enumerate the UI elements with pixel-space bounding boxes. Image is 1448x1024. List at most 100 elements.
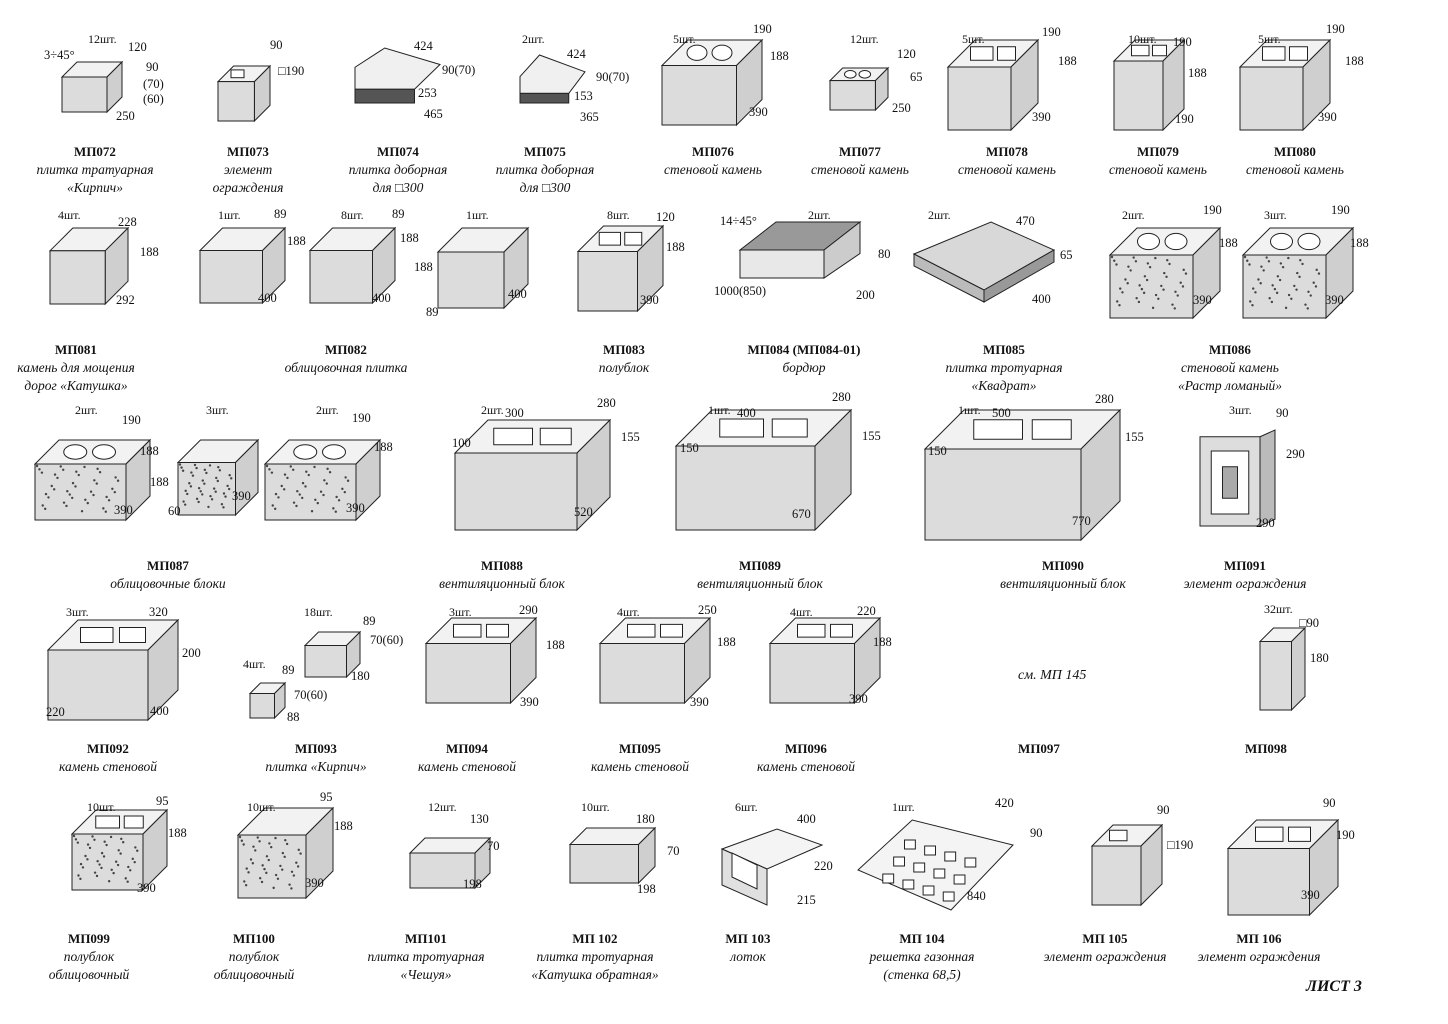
product-drawing — [263, 438, 382, 522]
product-drawing — [216, 64, 272, 123]
dimension-label: 390 — [690, 695, 709, 709]
product-drawing — [828, 66, 890, 112]
product-description-line2: «Чешуя» — [400, 967, 452, 982]
dimension-label: 390 — [1032, 110, 1051, 124]
product-description: решетка газонная — [869, 949, 975, 964]
product-code: МП090 — [1042, 558, 1084, 573]
quantity-label: 12шт. — [88, 32, 117, 46]
dimension-label: 188 — [873, 635, 892, 649]
dimension-label: 80 — [878, 247, 891, 261]
product-description-line2: (стенка 68,5) — [883, 967, 961, 982]
product-description: полублок — [598, 360, 650, 375]
dimension-label: 90 — [270, 38, 283, 52]
product-code: МП082 — [325, 342, 367, 357]
dimension-label: 188 — [1345, 54, 1364, 68]
dimension-label: 198 — [637, 882, 656, 896]
dimension-label: 215 — [797, 893, 816, 907]
product-description: вентиляционный блок — [439, 576, 565, 591]
quantity-label: 5шт. — [1258, 32, 1281, 46]
product-code: МП094 — [446, 741, 488, 756]
product-drawing — [720, 828, 824, 906]
product-description: облицовочная плитка — [284, 360, 408, 375]
product-description-line2: «Растр ломаный» — [1177, 378, 1283, 393]
quantity-label: 1шт. — [958, 403, 981, 417]
product-drawing — [408, 836, 492, 890]
dimension-label: 390 — [346, 501, 365, 515]
quantity-label: 5шт. — [673, 32, 696, 46]
dimension-label: 390 — [1301, 888, 1320, 902]
quantity-label: 6шт. — [735, 800, 758, 814]
dimension-label: 190 — [1331, 203, 1350, 217]
dimension-label: 90 — [1157, 803, 1170, 817]
product-description: полублок — [228, 949, 280, 964]
product-description-line2: «Кирпич» — [67, 180, 123, 195]
quantity-label: 2шт. — [1122, 208, 1145, 222]
dimension-label: □90 — [1299, 616, 1320, 630]
product-description: камень стеновой — [418, 759, 516, 774]
dimension-label: 250 — [892, 101, 911, 115]
product-description: плитка тротуарная — [945, 360, 1063, 375]
quantity-label: 2шт. — [928, 208, 951, 222]
quantity-label: 3шт. — [206, 403, 229, 417]
product-drawing — [1108, 226, 1222, 320]
dimension-label: 290 — [1256, 516, 1275, 530]
dimension-label: 424 — [567, 47, 586, 61]
dimension-label: 120 — [128, 40, 147, 54]
quantity-label: 4шт. — [243, 657, 266, 671]
product-drawing — [436, 226, 530, 310]
dimension-label: 188 — [770, 49, 789, 63]
quantity-label: 3шт. — [1264, 208, 1287, 222]
dimension-label: 220 — [857, 604, 876, 618]
dimension-label: 390 — [1318, 110, 1337, 124]
dimension-label: 190 — [352, 411, 371, 425]
dimension-label: 65 — [1060, 248, 1073, 262]
product-drawing — [1090, 823, 1164, 907]
product-drawing — [1226, 818, 1340, 917]
dimension-label: 150 — [928, 444, 947, 458]
product-drawing — [308, 226, 397, 305]
dimension-label: 390 — [640, 293, 659, 307]
dimension-label: 188 — [287, 234, 306, 248]
product-code: МП078 — [986, 144, 1028, 159]
product-code: МП096 — [785, 741, 827, 756]
quantity-label: 1шт. — [708, 403, 731, 417]
dimension-label: 90(70) — [596, 70, 630, 84]
dimension-label: 155 — [621, 430, 640, 444]
dimension-label: 390 — [114, 503, 133, 517]
dimension-label: 320 — [149, 605, 168, 619]
dimension-label: 90 — [1323, 796, 1336, 810]
dimension-label: 390 — [520, 695, 539, 709]
product-description: полублок — [63, 949, 115, 964]
dimension-label: 180 — [1310, 651, 1329, 665]
quantity-label: 1шт. — [892, 800, 915, 814]
dimension-label: 90 — [146, 60, 159, 74]
product-code: МП101 — [405, 931, 447, 946]
dimension-label: 153 — [574, 89, 593, 103]
product-code: МП085 — [983, 342, 1025, 357]
product-code: МП089 — [739, 558, 781, 573]
product-drawing — [176, 438, 260, 517]
product-description: стеновой камень — [958, 162, 1056, 177]
product-description-line2: облицовочный — [48, 967, 130, 982]
dimension-label: 470 — [1016, 214, 1035, 228]
dimension-label: 290 — [1286, 447, 1305, 461]
product-code: МП088 — [481, 558, 523, 573]
product-description-line2: для □300 — [519, 180, 571, 195]
dimension-label: 190 — [122, 413, 141, 427]
dimension-label: 390 — [749, 105, 768, 119]
product-drawing — [70, 808, 169, 892]
dimension-label: 150 — [680, 441, 699, 455]
product-code: МП081 — [55, 342, 97, 357]
dimension-label: 188 — [414, 260, 433, 274]
dimension-label: 188 — [150, 475, 169, 489]
dimension-label: 120 — [656, 210, 675, 224]
quantity-label: 3шт. — [66, 605, 89, 619]
dimension-label: 188 — [546, 638, 565, 652]
dimension-label: 188 — [717, 635, 736, 649]
product-drawing — [660, 38, 764, 127]
product-drawing — [946, 38, 1040, 132]
dimension-label: 89 — [282, 663, 295, 677]
dimension-label: 200 — [856, 288, 875, 302]
product-code: МП083 — [603, 342, 645, 357]
product-drawing — [46, 618, 180, 722]
